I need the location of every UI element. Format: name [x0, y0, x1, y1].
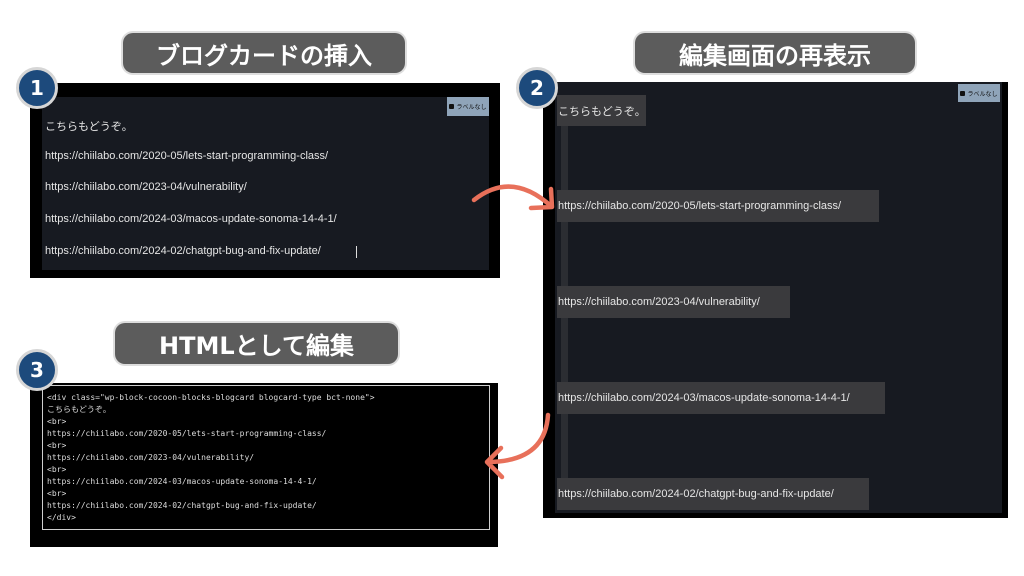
code-line: <div class="wp-block-cocoon-blocks-blogc…	[47, 393, 375, 402]
label-badge-text: ラベルなし	[967, 90, 998, 98]
label-badge[interactable]: ラベルなし	[447, 97, 489, 116]
code-line: https://chiilabo.com/2024-03/macos-updat…	[47, 477, 317, 486]
blogcard-block[interactable]	[42, 97, 489, 270]
step3-title: HTMLとして編集	[115, 323, 398, 364]
block-separator	[561, 126, 568, 190]
url-line: https://chiilabo.com/2023-04/vulnerabili…	[45, 181, 247, 193]
code-line: こちらもどうぞ。	[47, 405, 111, 414]
code-line: https://chiilabo.com/2024-02/chatgpt-bug…	[47, 501, 317, 510]
text-block[interactable]: こちらもどうぞ。	[557, 95, 646, 126]
url-line: https://chiilabo.com/2024-03/macos-updat…	[45, 213, 337, 225]
url-line: https://chiilabo.com/2024-02/chatgpt-bug…	[45, 245, 321, 257]
label-badge[interactable]: ラベルなし	[958, 84, 1000, 102]
url-block[interactable]: https://chiilabo.com/2020-05/lets-start-…	[557, 190, 879, 222]
square-icon	[960, 90, 966, 96]
block-separator	[561, 318, 568, 382]
code-line: <br>	[47, 417, 67, 426]
step3-badge: 3	[16, 349, 58, 391]
step2-badge: 2	[516, 67, 558, 109]
text-cursor	[356, 246, 357, 258]
text-line: こちらもどうぞ。	[45, 121, 133, 133]
code-line: https://chiilabo.com/2020-05/lets-start-…	[47, 429, 327, 438]
code-line: <br>	[47, 489, 67, 498]
block-separator	[561, 222, 568, 286]
url-block[interactable]: https://chiilabo.com/2024-03/macos-updat…	[557, 382, 885, 414]
arrow-left-icon	[484, 412, 551, 480]
code-line: </div>	[47, 513, 76, 522]
code-line: <br>	[47, 465, 67, 474]
square-icon	[449, 104, 455, 109]
step1-badge: 1	[16, 67, 58, 109]
url-block[interactable]: https://chiilabo.com/2024-02/chatgpt-bug…	[557, 478, 869, 510]
code-line: https://chiilabo.com/2023-04/vulnerabili…	[47, 453, 255, 462]
code-line: <br>	[47, 441, 67, 450]
step1-title: ブログカードの挿入	[123, 33, 405, 73]
block-separator	[561, 414, 568, 478]
url-line: https://chiilabo.com/2020-05/lets-start-…	[45, 150, 329, 162]
step2-title: 編集画面の再表示	[635, 33, 915, 73]
label-badge-text: ラベルなし	[456, 104, 487, 111]
arrow-right-icon	[471, 184, 555, 211]
url-block[interactable]: https://chiilabo.com/2023-04/vulnerabili…	[557, 286, 790, 318]
